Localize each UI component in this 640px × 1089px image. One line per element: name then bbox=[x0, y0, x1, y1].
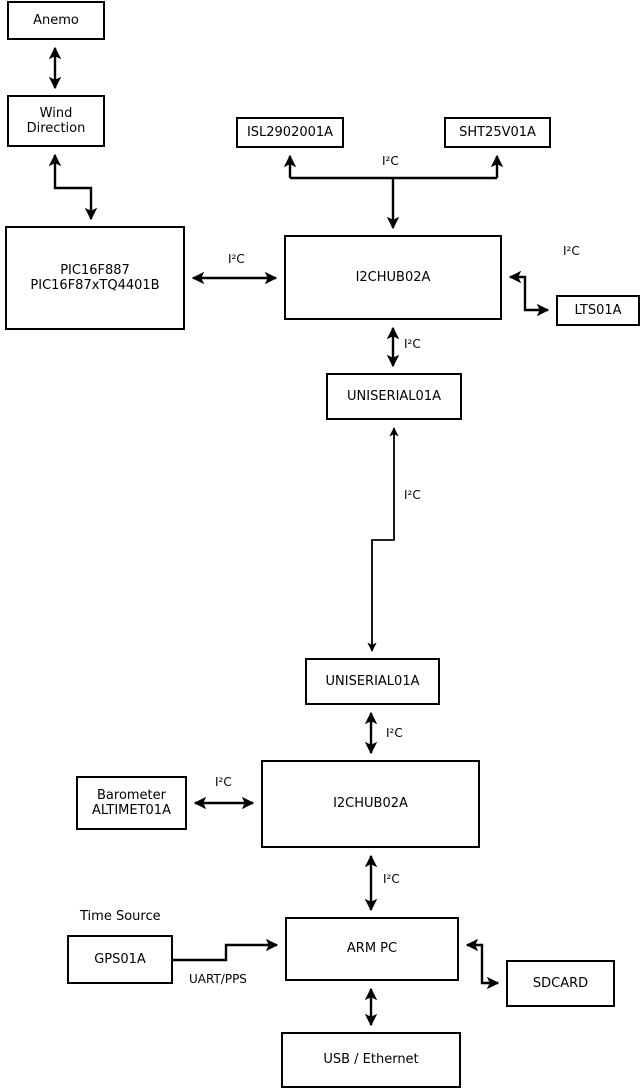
edge-label-i2c-isl-sht: I²C bbox=[382, 154, 399, 168]
node-sdcard[interactable]: SDCARD bbox=[506, 960, 615, 1007]
node-arm-pc[interactable]: ARM PC bbox=[285, 917, 459, 981]
node-i2chub02a-top[interactable]: I2CHUB02A bbox=[284, 235, 502, 320]
edge-label-i2c-barometer-hub2: I²C bbox=[215, 775, 232, 789]
node-anemo[interactable]: Anemo bbox=[7, 1, 105, 40]
node-i2chub02a-bottom[interactable]: I2CHUB02A bbox=[261, 760, 480, 848]
node-gps01a[interactable]: GPS01A bbox=[67, 935, 173, 984]
node-isl2902001a-label: ISL2902001A bbox=[246, 124, 334, 140]
node-pic-microcontroller[interactable]: PIC16F887 PIC16F87xTQ4401B bbox=[5, 226, 185, 330]
node-uniserial01a-bottom[interactable]: UNISERIAL01A bbox=[305, 658, 440, 705]
node-pic-microcontroller-label: PIC16F887 PIC16F87xTQ4401B bbox=[30, 262, 160, 293]
node-usb-ethernet[interactable]: USB / Ethernet bbox=[281, 1032, 461, 1088]
node-uniserial01a-bottom-label: UNISERIAL01A bbox=[325, 673, 420, 689]
edge-label-i2c-hub-uniserial: I²C bbox=[404, 337, 421, 351]
edge-label-i2c-uniserial-hub2: I²C bbox=[386, 726, 403, 740]
node-uniserial01a-top-label: UNISERIAL01A bbox=[347, 388, 441, 404]
node-i2chub02a-bottom-label: I2CHUB02A bbox=[333, 796, 408, 812]
node-wind-direction[interactable]: Wind Direction bbox=[7, 95, 105, 147]
node-barometer-altimet01a-label: Barometer ALTIMET01A bbox=[92, 787, 171, 818]
node-isl2902001a[interactable]: ISL2902001A bbox=[236, 117, 344, 148]
node-arm-pc-label: ARM PC bbox=[346, 941, 398, 957]
node-uniserial01a-top[interactable]: UNISERIAL01A bbox=[326, 373, 462, 420]
edge-label-i2c-hub-lts: I²C bbox=[563, 244, 580, 258]
edge-label-i2c-uniserial-link: I²C bbox=[404, 488, 421, 502]
edge-label-i2c-hub2-armpc: I²C bbox=[383, 872, 400, 886]
connector-armpc-sdcard bbox=[465, 938, 500, 990]
node-anemo-label: Anemo bbox=[33, 12, 79, 28]
node-sdcard-label: SDCARD bbox=[532, 975, 589, 991]
edge-label-i2c-pic-hub: I²C bbox=[228, 252, 245, 266]
node-i2chub02a-top-label: I2CHUB02A bbox=[355, 269, 431, 285]
node-wind-direction-label: Wind Direction bbox=[26, 105, 86, 136]
connector-uniserial-link bbox=[367, 427, 399, 652]
node-sht25v01a-label: SHT25V01A bbox=[459, 124, 536, 140]
node-lts01a[interactable]: LTS01A bbox=[556, 295, 640, 326]
edge-label-uart-pps: UART/PPS bbox=[189, 972, 247, 986]
connector-wind-pic bbox=[48, 153, 98, 221]
connector-gps-armpc bbox=[173, 938, 279, 962]
node-usb-ethernet-label: USB / Ethernet bbox=[323, 1052, 419, 1068]
node-lts01a-label: LTS01A bbox=[574, 302, 622, 318]
node-gps01a-label: GPS01A bbox=[94, 951, 146, 967]
node-barometer-altimet01a[interactable]: Barometer ALTIMET01A bbox=[76, 776, 187, 830]
connector-hub-lts bbox=[508, 270, 550, 317]
label-time-source: Time Source bbox=[80, 909, 161, 924]
node-sht25v01a[interactable]: SHT25V01A bbox=[444, 117, 551, 148]
